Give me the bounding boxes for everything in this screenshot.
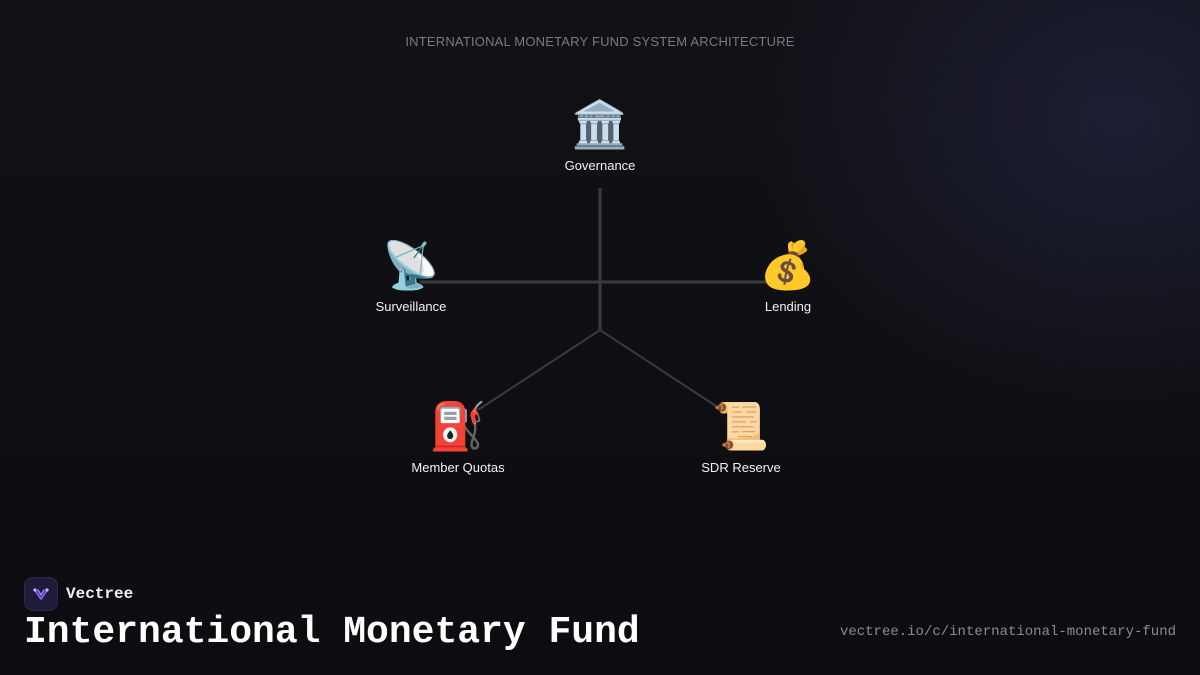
- node-label-member-quotas: Member Quotas: [411, 460, 505, 475]
- node-label-lending: Lending: [764, 299, 812, 314]
- connector-member-quotas: [477, 329, 601, 411]
- node-lending[interactable]: 💰 Lending: [708, 237, 868, 314]
- vectree-logo-icon: [24, 577, 58, 611]
- connector-sdr-reserve: [599, 329, 723, 411]
- diagram-subtitle: INTERNATIONAL MONETARY FUND SYSTEM ARCHI…: [405, 34, 795, 49]
- satellite-antenna-icon: 📡: [382, 239, 440, 291]
- node-surveillance[interactable]: 📡 Surveillance: [331, 237, 491, 314]
- page-url[interactable]: vectree.io/c/international-monetary-fund: [839, 624, 1176, 640]
- money-bag-icon: 💰: [759, 239, 817, 291]
- classical-building-icon: 🏛️: [571, 98, 629, 150]
- fuel-pump-icon: ⛽: [429, 400, 487, 452]
- node-sdr-reserve[interactable]: 📜 SDR Reserve: [661, 398, 821, 475]
- node-member-quotas[interactable]: ⛽ Member Quotas: [378, 398, 538, 475]
- brand-name: Vectree: [66, 585, 134, 603]
- node-label-sdr-reserve: SDR Reserve: [701, 460, 781, 475]
- node-label-governance: Governance: [564, 158, 636, 173]
- node-label-surveillance: Surveillance: [375, 299, 447, 314]
- node-governance[interactable]: 🏛️ Governance: [520, 96, 680, 173]
- page-title: International Monetary Fund: [24, 611, 640, 654]
- brand[interactable]: Vectree: [24, 577, 133, 611]
- scroll-icon: 📜: [712, 400, 770, 452]
